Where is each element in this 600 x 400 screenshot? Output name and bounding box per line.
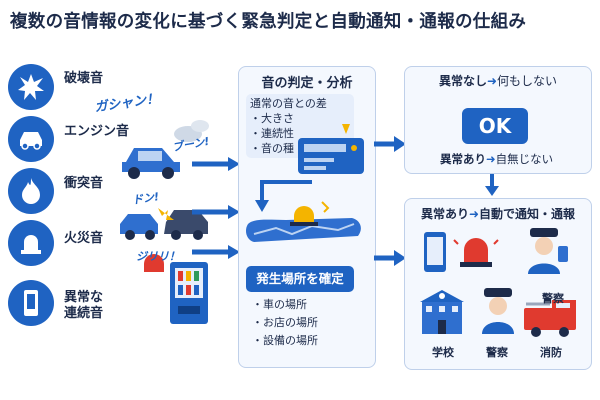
engine-car-illustration xyxy=(122,120,209,179)
sound-source-collision xyxy=(8,168,54,214)
fire-icon xyxy=(8,168,54,214)
alarm-light-icon xyxy=(8,220,54,266)
analysis-title: 音の判定・分析 xyxy=(261,76,353,91)
source-label-continuous-2: 連続音 xyxy=(64,306,104,321)
fire-truck-icon xyxy=(524,300,576,337)
anomaly-title: 異常あり➜自動で通知・通報 xyxy=(420,207,576,221)
location-item-shop: ・お店の場所 xyxy=(252,316,318,329)
down-arrow xyxy=(485,174,499,196)
scene-illustrations xyxy=(120,120,209,324)
source-label-fire: 火災音 xyxy=(64,231,104,246)
siren-icon xyxy=(453,238,499,267)
car-icon xyxy=(8,116,54,162)
difference-item-type: ・音の種 xyxy=(250,142,294,155)
no-anomaly-title: 異常なし➜何もしない xyxy=(438,74,558,88)
diagram-title: 複数の音情報の変化に基づく緊急判定と自動通知・通報の仕組み xyxy=(10,12,527,32)
responder-label-police-top: 警察 xyxy=(542,292,564,305)
analysis-device-illustration xyxy=(298,124,364,174)
smartphone-icon xyxy=(424,232,446,272)
location-confirm-button: 発生場所を確定 xyxy=(246,266,354,292)
ok-badge: OK xyxy=(462,108,528,144)
anomaly-panel xyxy=(404,198,592,370)
phone-icon xyxy=(8,280,54,326)
alert-map-illustration xyxy=(246,201,361,242)
responder-label-fire: 消防 xyxy=(540,346,562,359)
school-icon xyxy=(420,290,464,334)
sound-source-fire xyxy=(8,220,54,266)
source-label-destruction: 破壊音 xyxy=(64,71,104,86)
sound-source-continuous xyxy=(8,280,54,326)
notification-illustrations xyxy=(420,228,576,337)
source-label-collision: 衝突音 xyxy=(64,176,104,191)
vending-machine-illustration xyxy=(144,254,208,324)
difference-title: 通常の音との差 xyxy=(250,97,327,110)
input-arrows xyxy=(192,157,240,259)
police-officer-icon xyxy=(482,288,514,334)
sound-source-explosion xyxy=(8,64,54,110)
police-icon xyxy=(528,228,568,274)
output-arrows xyxy=(374,136,406,266)
difference-item-continuity: ・連続性 xyxy=(250,127,294,140)
source-label-continuous-1: 異常な xyxy=(64,290,104,305)
source-label-engine: エンジン音 xyxy=(64,124,130,139)
sound-source-engine xyxy=(8,116,54,162)
analysis-flow-arrow xyxy=(255,180,312,212)
responder-label-school: 学校 xyxy=(432,346,454,359)
sfx-fire-alarm: ジリリ！ xyxy=(136,250,180,263)
explosion-icon xyxy=(8,64,54,110)
collision-cars-illustration xyxy=(120,208,208,240)
location-item-facility: ・設備の場所 xyxy=(252,334,318,347)
anomaly-note: 異常あり➜自無じない xyxy=(440,152,554,166)
location-item-car: ・車の場所 xyxy=(252,298,307,311)
difference-item-volume: ・大きさ xyxy=(250,112,294,125)
responder-label-police: 警察 xyxy=(486,346,508,359)
